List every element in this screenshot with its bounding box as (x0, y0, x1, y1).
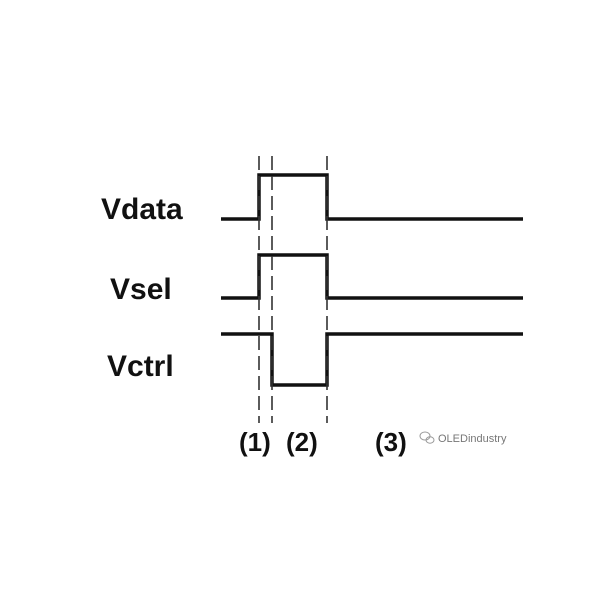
watermark-text: OLEDindustry (438, 433, 507, 445)
vsel-waveform (221, 253, 523, 300)
watermark: OLEDindustry (419, 431, 507, 445)
phase-label-2: (2) (286, 427, 318, 457)
signal-label-vsel: Vsel (110, 273, 172, 306)
vctrl-waveform (221, 332, 523, 387)
phase-label-3: (3) (375, 427, 407, 457)
signal-label-vdata: Vdata (101, 193, 183, 226)
phase-label-1: (1) (239, 427, 271, 457)
vdata-waveform (221, 173, 523, 221)
wechat-icon (419, 431, 435, 444)
signal-label-vctrl: Vctrl (107, 350, 174, 383)
